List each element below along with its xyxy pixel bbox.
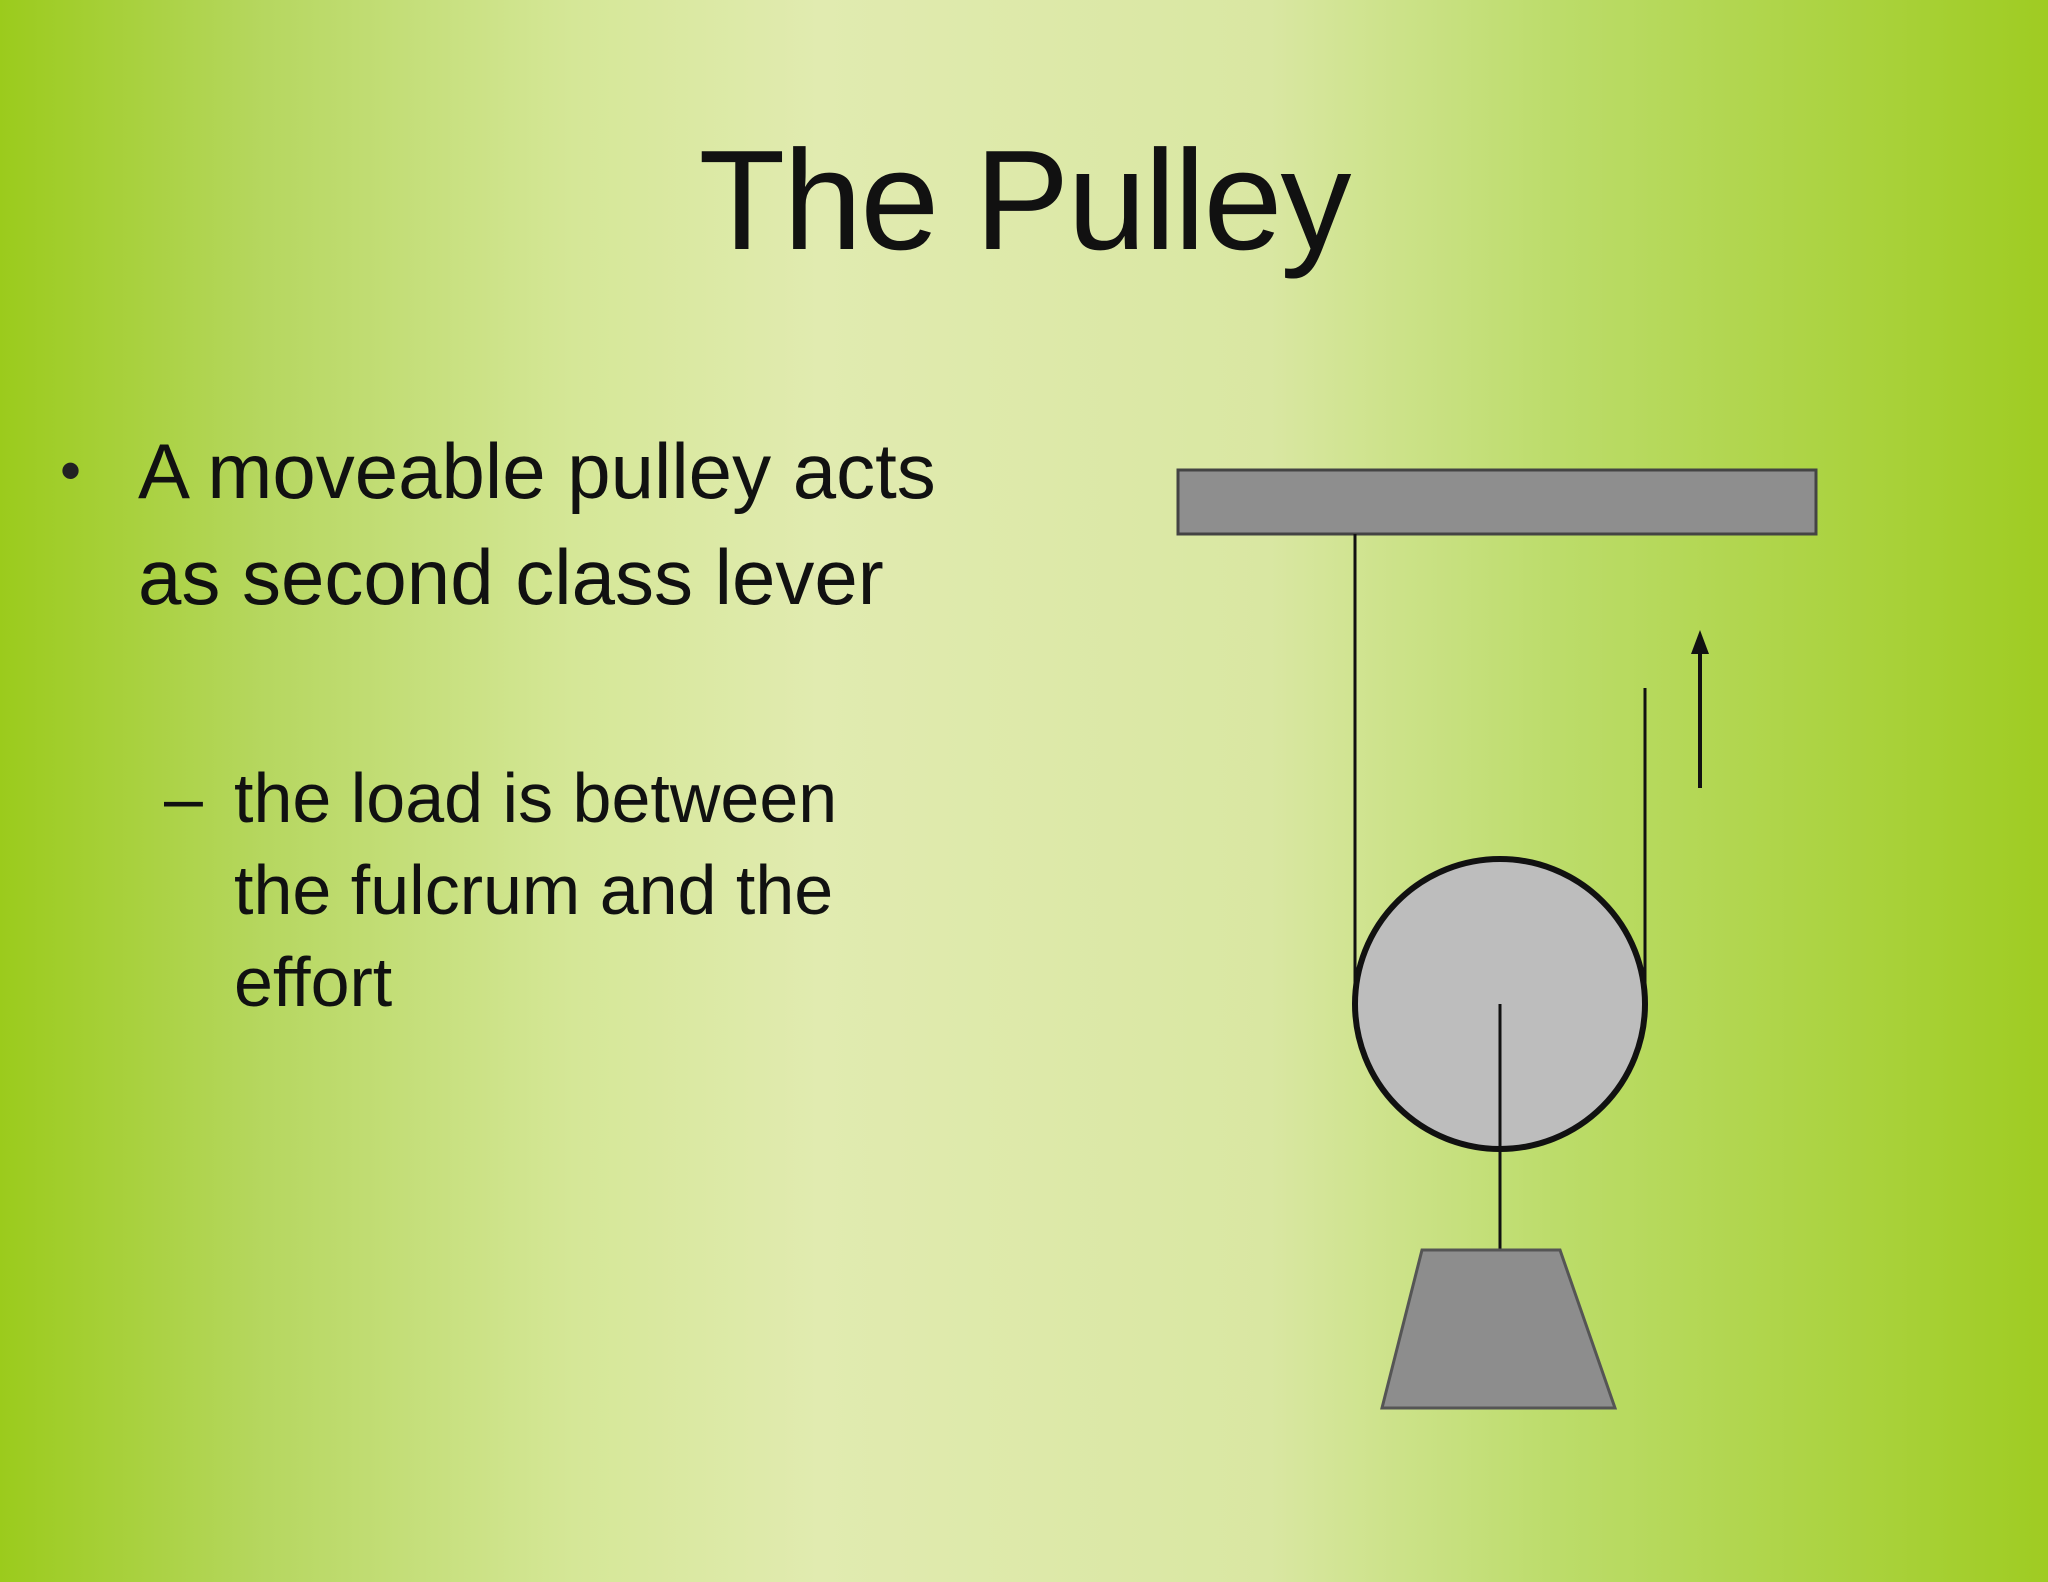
sub-bullet-text: the load is between the fulcrum and the … — [234, 759, 838, 1021]
dash-icon: – — [164, 759, 203, 837]
effort-arrow-icon — [1691, 630, 1709, 788]
sub-bullet-point: – the load is between the fulcrum and th… — [164, 752, 924, 1028]
page-title: The Pulley — [698, 121, 1352, 280]
bullet-text: A moveable pulley acts as second class l… — [138, 427, 936, 621]
bullet-point: • A moveable pulley acts as second class… — [60, 418, 940, 630]
pulley-diagram — [1176, 468, 1818, 1410]
load-weight — [1380, 1248, 1618, 1410]
support-bar — [1176, 468, 1818, 536]
bullet-icon: • — [60, 437, 82, 504]
